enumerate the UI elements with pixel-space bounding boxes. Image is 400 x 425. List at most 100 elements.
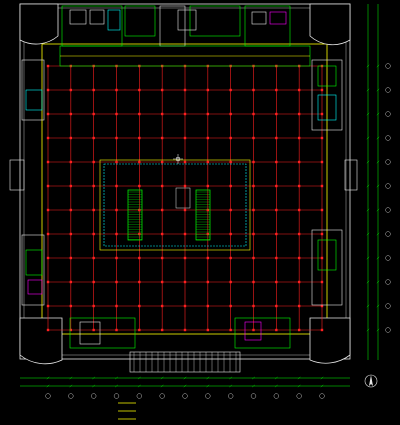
column-marker [92, 280, 95, 284]
column-marker [138, 328, 141, 332]
column-marker [69, 256, 73, 260]
column-marker [252, 184, 255, 188]
column-marker [229, 136, 232, 140]
column-marker [320, 328, 324, 332]
corner-towers [19, 3, 351, 365]
dimension-tick [252, 376, 255, 380]
dimension-tick [183, 384, 187, 388]
column-marker [183, 184, 187, 188]
grid-bubble [136, 393, 142, 399]
column-marker [160, 232, 164, 236]
column-marker [275, 88, 278, 92]
column-marker [46, 208, 50, 212]
north-arrow-icon [364, 374, 378, 388]
column-marker [92, 184, 95, 188]
column-marker [275, 208, 278, 212]
dimension-tick [137, 376, 141, 380]
column-marker [252, 208, 255, 212]
building-outline [19, 3, 351, 360]
column-marker [160, 112, 164, 116]
dimension-tick [376, 88, 380, 92]
dimension-tick [376, 328, 380, 332]
column-marker [138, 88, 141, 92]
dimension-tick [366, 88, 370, 92]
dimension-tick [137, 384, 141, 388]
column-marker [275, 232, 278, 236]
column-marker [46, 304, 50, 308]
column-marker [206, 256, 210, 260]
dimension-ticks [46, 64, 380, 388]
escalator-treads [128, 191, 210, 240]
right-wing-rooms [311, 59, 358, 306]
dimension-tick [115, 384, 118, 388]
dimension-tick [366, 232, 370, 236]
column-marker [160, 184, 164, 188]
column-marker [297, 232, 301, 236]
column-marker [275, 280, 278, 284]
column-marker [229, 184, 232, 188]
column-marker [252, 328, 255, 332]
grid-bubble [205, 393, 211, 399]
column-marker [206, 112, 210, 116]
grid-bubble [45, 393, 51, 399]
column-marker [275, 304, 278, 308]
column-marker [320, 304, 324, 308]
dimension-tick [115, 376, 118, 380]
escalator-left [127, 189, 143, 241]
grid-bubble [68, 393, 74, 399]
dimension-tick [366, 256, 370, 260]
dimension-tick [69, 376, 73, 380]
column-marker [183, 136, 187, 140]
dimension-tick [274, 376, 278, 380]
column-marker [138, 112, 141, 116]
column-marker [115, 232, 118, 236]
column-marker [46, 232, 50, 236]
dimension-tick [229, 384, 233, 388]
grid-bubble [113, 393, 120, 399]
crosshair-cursor-icon[interactable] [173, 154, 183, 164]
dimension-tick [376, 280, 380, 284]
column-marker [115, 136, 118, 140]
column-marker [229, 304, 232, 308]
column-marker [252, 232, 255, 236]
central-atrium [99, 159, 251, 251]
column-marker [138, 256, 141, 260]
bottom-entrance [69, 317, 291, 373]
column-marker [252, 256, 255, 260]
column-marker [92, 232, 95, 236]
dimension-tick [297, 376, 301, 380]
column-marker [206, 280, 210, 284]
column-marker [252, 160, 255, 164]
column-marker [92, 136, 95, 140]
column-marker [320, 184, 324, 188]
dimension-tick [376, 208, 380, 212]
column-marker [115, 256, 118, 260]
column-marker [206, 160, 210, 164]
column-marker [206, 232, 210, 236]
column-marker [69, 208, 73, 212]
dimension-tick [376, 64, 380, 68]
column-marker [297, 160, 301, 164]
column-marker [69, 280, 73, 284]
column-marker [69, 328, 73, 332]
column-marker [46, 88, 50, 92]
column-marker [229, 328, 232, 332]
column-marker [183, 328, 187, 332]
dimension-tick [206, 384, 210, 388]
column-marker [138, 232, 141, 236]
column-marker [252, 88, 255, 92]
column-marker [69, 112, 73, 116]
column-marker [138, 280, 141, 284]
grid-bubble [182, 393, 188, 399]
grid-bubble [250, 393, 257, 399]
column-marker [297, 256, 301, 260]
column-marker [138, 136, 141, 140]
column-marker [92, 208, 95, 212]
top-service-rooms [59, 5, 311, 67]
dimension-tick [376, 232, 380, 236]
column-marker [183, 88, 187, 92]
dimension-tick [366, 328, 370, 332]
dimension-tick [366, 160, 370, 164]
dimension-tick [376, 256, 380, 260]
